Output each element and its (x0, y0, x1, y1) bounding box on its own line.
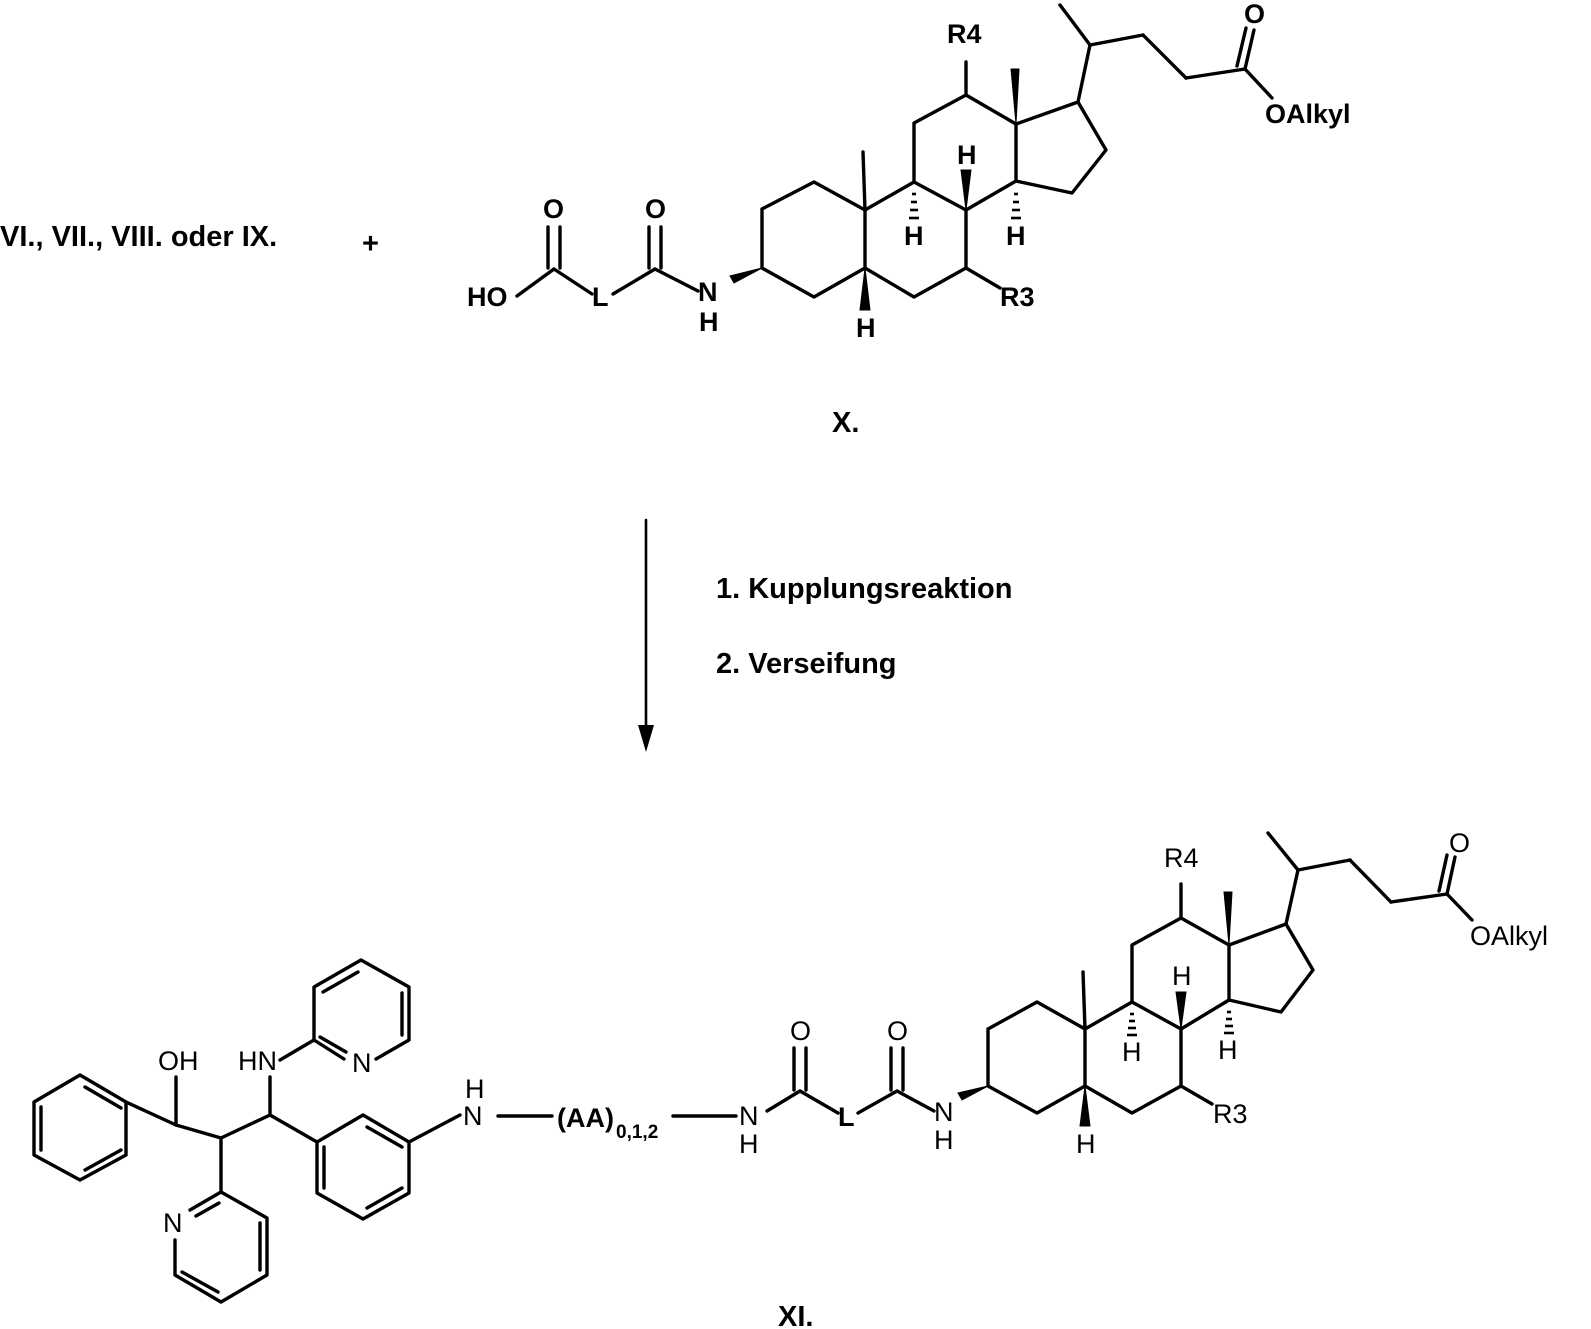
xi-oh-label: OH (158, 1046, 199, 1076)
compound-x-structure: R4 R3 H H H H O OAlkyl O O HO L N H (467, 0, 1351, 343)
xi-amide2-h-label: H (934, 1125, 954, 1155)
xi-carbonyl1-o-label: O (790, 1016, 811, 1046)
xi-r3-label: R3 (1213, 1099, 1248, 1129)
xi-oalkyl-label: OAlkyl (1470, 921, 1548, 951)
x-ester-carbonyl-o-label: O (1244, 0, 1265, 29)
xi-aniline-h-label: H (465, 1074, 485, 1104)
x-c9-h-label: H (904, 221, 924, 251)
x-amide-h-label: H (699, 307, 719, 337)
x-acid-carbonyl-o-label: O (543, 194, 564, 224)
xi-lower-pyridine-n-label: N (163, 1208, 183, 1238)
x-c8-h-label: H (957, 140, 977, 170)
x-amide-carbonyl-o-label: O (645, 194, 666, 224)
xi-aniline-n-label: N (463, 1101, 483, 1131)
xi-c9-h-label: H (1122, 1037, 1142, 1067)
xi-r4-label: R4 (1164, 843, 1199, 873)
xi-upper-pyridine-n-label: N (352, 1048, 372, 1078)
plus-sign: + (362, 228, 379, 260)
xi-amide2-n-label: N (934, 1097, 954, 1127)
reactant-left-label: VI., VII., VIII. oder IX. (0, 221, 277, 253)
x-ho-label: HO (467, 282, 508, 312)
xi-amide1-n-label: N (739, 1101, 759, 1131)
x-r3-label: R3 (1000, 282, 1035, 312)
xi-hn-label: HN (238, 1046, 277, 1076)
xi-aa-subscript: 0,1,2 (616, 1122, 658, 1143)
step-2-label: 2. Verseifung (716, 648, 897, 680)
xi-aa-label: (AA) (557, 1103, 614, 1133)
xi-carbonyl2-o-label: O (887, 1016, 908, 1046)
compound-x-label: X. (832, 407, 859, 439)
xi-c14-h-label: H (1218, 1035, 1238, 1065)
x-r4-label: R4 (947, 19, 982, 49)
xi-c8-h-label: H (1172, 961, 1192, 991)
xi-ester-carbonyl-o-label: O (1449, 828, 1470, 858)
x-oalkyl-label: OAlkyl (1265, 99, 1351, 129)
step-1-label: 1. Kupplungsreaktion (716, 573, 1012, 605)
reaction-arrow (638, 520, 654, 752)
xi-linker-l-label: L (838, 1102, 855, 1132)
compound-xi-structure: OH HN N N H N (AA) 0,1,2 N H O L O N H R… (34, 828, 1548, 1302)
x-c5-h-label: H (856, 313, 876, 343)
x-amide-n-label: N (698, 277, 718, 307)
xi-c5-h-label: H (1076, 1129, 1096, 1159)
x-c14-h-label: H (1006, 221, 1026, 251)
xi-amide1-h-label: H (739, 1129, 759, 1159)
x-linker-l-label: L (592, 282, 609, 312)
compound-xi-label: XI. (778, 1301, 813, 1329)
